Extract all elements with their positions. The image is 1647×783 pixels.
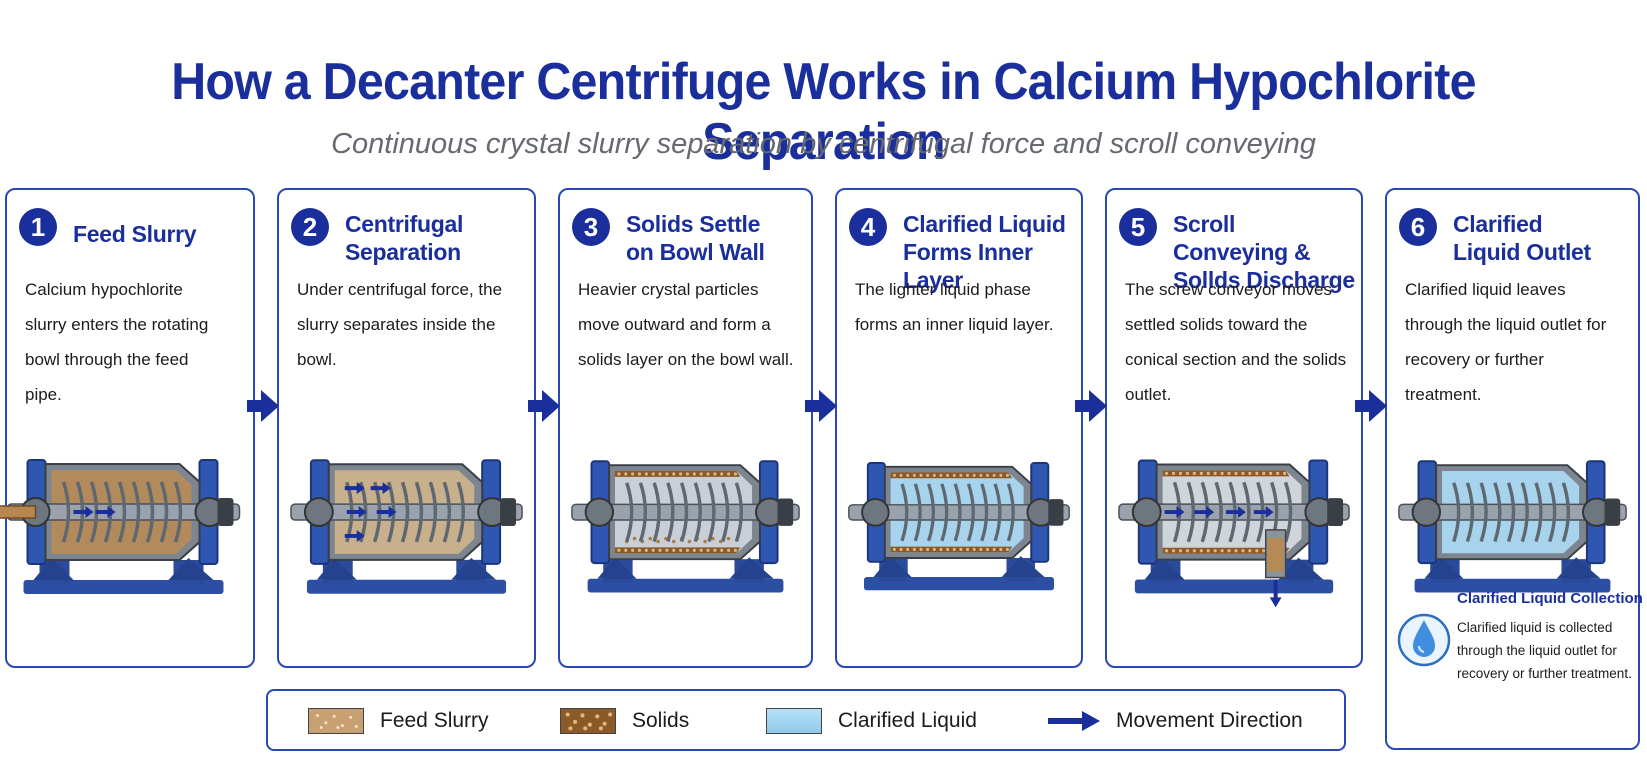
legend-label: Clarified Liquid	[838, 709, 977, 732]
step-number-badge: 2	[291, 208, 329, 246]
step-title: Centrifugal Separation	[345, 211, 464, 265]
step-title: Clarified Liquid Forms Inner Layer	[903, 211, 1066, 293]
step-title: Clarified Liquid Outlet	[1453, 211, 1591, 265]
step-card-centrifugal-separation: 2 Centrifugal Separation Under centrifug…	[277, 188, 536, 668]
flow-arrow-icon	[528, 390, 560, 422]
legend: Feed Slurry Solids Clarified Liquid Move…	[266, 689, 1346, 751]
water-drop-icon	[1397, 613, 1451, 667]
centrifuge-illustration-inner-layer	[845, 430, 1073, 610]
flow-arrow-icon	[247, 390, 279, 422]
flow-arrow-icon	[805, 390, 837, 422]
step-description: Clarified liquid leaves through the liqu…	[1405, 280, 1607, 404]
step-card-clarified-inner-layer: 4 Clarified Liquid Forms Inner Layer The…	[835, 188, 1083, 668]
clarified-liquid-collection-note: Clarified Liquid Collection Clarified li…	[1395, 590, 1643, 700]
step-title: Solids Settle on Bowl Wall	[626, 211, 765, 265]
step-description: Calcium hypochlorite slurry enters the r…	[25, 280, 209, 404]
centrifuge-illustration-separation	[287, 430, 526, 610]
centrifuge-illustration-outlet	[1395, 430, 1630, 610]
page-title: How a Decanter Centrifuge Works in Calci…	[171, 53, 1476, 171]
step-description: Under centrifugal force, the slurry sepa…	[297, 280, 503, 369]
centrifuge-illustration-feed	[0, 430, 245, 610]
legend-label: Solids	[632, 709, 690, 732]
step-number-badge: 4	[849, 208, 887, 246]
legend-item-feed-slurry: Feed Slurry	[308, 705, 489, 737]
legend-item-solids: Solids	[560, 705, 689, 737]
movement-arrow-icon	[1048, 711, 1100, 731]
page-subtitle: Continuous crystal slurry separation by …	[331, 128, 1316, 160]
step-number-badge: 1	[19, 208, 57, 246]
step-card-scroll-conveying: 5 Scroll Conveying & Sollds Discharge Th…	[1105, 188, 1363, 668]
flow-arrow-icon	[1355, 390, 1387, 422]
legend-item-movement-direction: Movement Direction	[1046, 705, 1303, 737]
step-number-badge: 3	[572, 208, 610, 246]
step-description: The screw conveyor moves settled solids …	[1125, 280, 1347, 404]
centrifuge-illustration-scroll	[1115, 430, 1353, 610]
flow-arrow-icon	[1075, 390, 1107, 422]
legend-item-clarified-liquid: Clarified Liquid	[766, 705, 977, 737]
legend-label: Movement Direction	[1116, 709, 1303, 732]
step-card-feed-slurry: 1 Feed Slurry Calcium hypochlorite slurr…	[0, 188, 255, 668]
step-title: Scroll Conveying & Sollds Discharge	[1173, 211, 1355, 293]
clarified-liquid-swatch	[766, 708, 822, 734]
step-number-badge: 6	[1399, 208, 1437, 246]
step-number-badge: 5	[1119, 208, 1157, 246]
legend-label: Feed Slurry	[380, 709, 489, 732]
step-card-solids-settle: 3 Solids Settle on Bowl Wall Heavier cry…	[558, 188, 813, 668]
step-description: Heavier crystal particles move outward a…	[578, 280, 794, 369]
collection-title: Clarified Liquid Collection	[1457, 590, 1643, 607]
step-title: Feed Slurry	[73, 221, 197, 247]
step-card-liquid-outlet: 6 Clarified Liquid Outlet Clarified liqu…	[1385, 188, 1643, 750]
step-description: The lighter liquid phase forms an inner …	[855, 280, 1054, 334]
solids-swatch	[560, 708, 616, 734]
collection-description: Clarified liquid is collected through th…	[1457, 620, 1632, 681]
centrifuge-illustration-solids	[568, 430, 803, 610]
feed-slurry-swatch	[308, 708, 364, 734]
